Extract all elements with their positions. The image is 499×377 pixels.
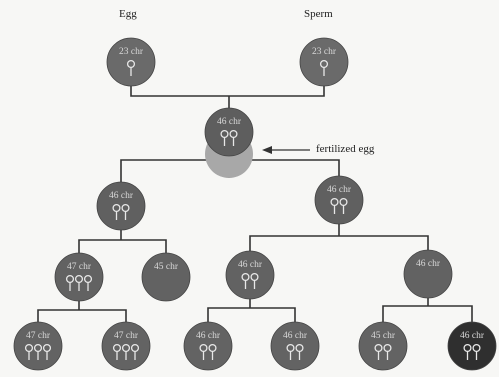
- chromosome-count-label: 23 chr: [119, 47, 144, 57]
- cell-body: [271, 322, 319, 370]
- cell-body: [102, 322, 150, 370]
- cell-g2-b: 45 chr: [142, 253, 190, 301]
- cell-sperm: 23 chr: [300, 38, 348, 86]
- cell-body: [184, 322, 232, 370]
- cell-body: [55, 253, 103, 301]
- gen2-a-split-line: [38, 301, 126, 322]
- gen1-right-split-line: [250, 224, 428, 251]
- chromosome-count-label: 46 chr: [460, 331, 485, 341]
- cell-body: [226, 251, 274, 299]
- cell-body: [97, 182, 145, 230]
- cell-body: [14, 322, 62, 370]
- egg-label: Egg: [119, 8, 137, 20]
- chromosome-count-label: 46 chr: [283, 331, 308, 341]
- cell-g2-a: 47 chr: [55, 253, 103, 301]
- cells-group: 23 chr 23 chr 46 chr 46 chr 46 chr 47 chr 45 c…: [14, 38, 496, 370]
- cell-body: [142, 253, 190, 301]
- cell-g2-c: 46 chr: [226, 251, 274, 299]
- cell-body: [107, 38, 155, 86]
- cell-g3-a: 47 chr: [14, 322, 62, 370]
- chromosome-count-label: 46 chr: [238, 260, 263, 270]
- cell-g1-left: 46 chr: [97, 182, 145, 230]
- chromosome-count-label: 46 chr: [217, 117, 242, 127]
- sperm-label: Sperm: [304, 8, 333, 20]
- chromosome-count-label: 47 chr: [114, 331, 139, 341]
- cell-g1-right: 46 chr: [315, 176, 363, 224]
- cell-body: [404, 250, 452, 298]
- cell-body: [448, 322, 496, 370]
- gen1-left-split-line: [79, 230, 166, 253]
- cell-g3-d: 46 chr: [271, 322, 319, 370]
- chromosome-count-label: 45 chr: [371, 331, 396, 341]
- chromosome-count-label: 46 chr: [196, 331, 221, 341]
- chromosome-count-label: 47 chr: [26, 331, 51, 341]
- cell-body: [359, 322, 407, 370]
- gen2-d-split-line: [383, 298, 472, 322]
- fertilized-egg-label: fertilized egg: [316, 143, 374, 155]
- chromosome-count-label: 46 chr: [327, 185, 352, 195]
- cell-body: [315, 176, 363, 224]
- fertilized-arrow: [262, 146, 310, 154]
- chromosome-count-label: 45 chr: [154, 262, 179, 272]
- arrow-head-icon: [262, 146, 272, 154]
- chromosome-count-label: 47 chr: [67, 262, 92, 272]
- cell-g3-e: 45 chr: [359, 322, 407, 370]
- cell-zygote: 46 chr: [205, 108, 253, 178]
- cell-egg: 23 chr: [107, 38, 155, 86]
- cell-g3-b: 47 chr: [102, 322, 150, 370]
- cell-g3-f: 46 chr: [448, 322, 496, 370]
- parents-to-zygote-line: [131, 86, 324, 110]
- gen2-c-split-line: [208, 299, 295, 322]
- chromosome-count-label: 46 chr: [416, 259, 441, 269]
- cell-body: [205, 108, 253, 156]
- cell-body: [300, 38, 348, 86]
- cell-g2-d: 46 chr: [404, 250, 452, 298]
- cell-g3-c: 46 chr: [184, 322, 232, 370]
- chromosome-count-label: 23 chr: [312, 47, 337, 57]
- chromosome-count-label: 46 chr: [109, 191, 134, 201]
